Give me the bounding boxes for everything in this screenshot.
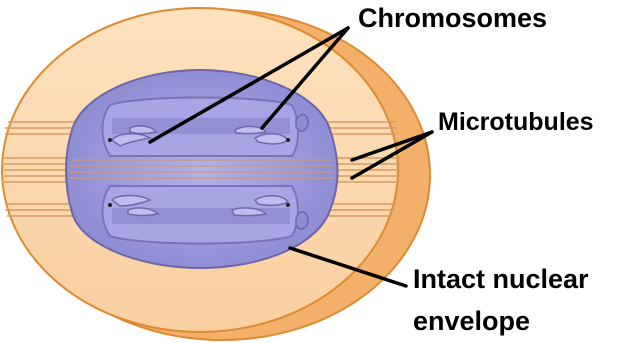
envelope-pore: [296, 114, 308, 131]
label-microtubules: Microtubules: [438, 110, 594, 135]
nucleus: [66, 70, 338, 268]
label-intact-nuclear: Intact nuclear: [413, 266, 589, 293]
chromosome: [255, 196, 288, 206]
envelope-pore: [296, 212, 308, 229]
label-envelope: envelope: [413, 308, 530, 335]
label-chromosomes: Chromosomes: [358, 5, 547, 32]
chromosome: [255, 134, 288, 144]
